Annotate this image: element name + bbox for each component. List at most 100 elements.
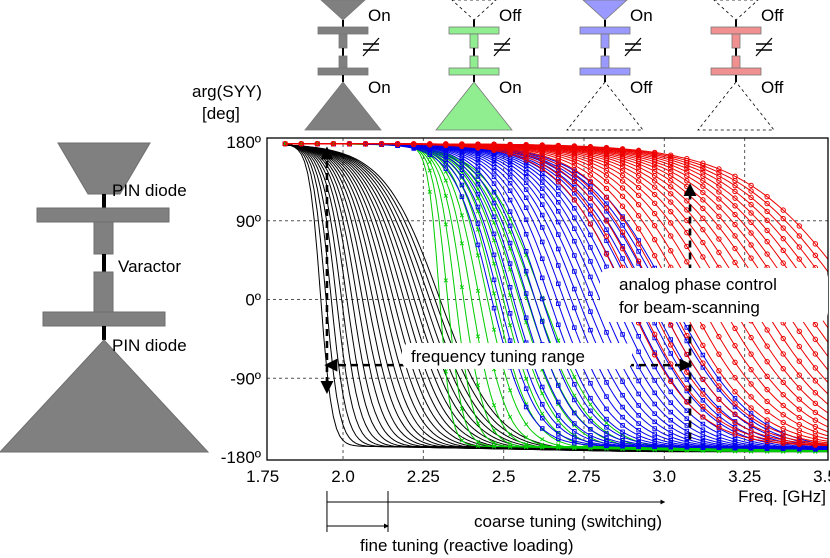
series-marker: [700, 239, 706, 246]
series-marker: [651, 222, 658, 229]
series-marker: [732, 195, 738, 201]
series-marker: [523, 205, 529, 210]
y-tick-label: -90º: [230, 369, 261, 388]
series-marker: [427, 168, 432, 173]
series-marker: [635, 258, 642, 264]
series-marker: [652, 435, 657, 441]
series-marker: [588, 408, 593, 414]
series-marker: [796, 244, 802, 250]
state-top-patch: [582, 0, 628, 21]
series-marker: [652, 438, 657, 444]
series-marker: [748, 438, 754, 444]
series-marker: [620, 256, 625, 261]
series-marker: [732, 342, 738, 349]
series-marker: [556, 418, 561, 423]
series-marker: [780, 425, 786, 432]
series-marker: [443, 157, 449, 162]
series-marker: [716, 236, 722, 242]
state-bottom-label: On: [499, 78, 522, 97]
series-marker: [572, 397, 577, 403]
series-marker: [539, 319, 545, 324]
series-marker: [587, 172, 594, 178]
series-marker: [700, 169, 706, 175]
state-upper-stem: [338, 33, 348, 49]
series-marker: [572, 393, 577, 398]
series-marker: [619, 245, 626, 252]
series-marker: [651, 352, 658, 358]
series-marker: [764, 358, 770, 365]
series-marker: [588, 274, 593, 280]
series-marker: [587, 186, 594, 192]
series-marker: [812, 417, 819, 423]
series-marker: [330, 141, 337, 147]
series-marker: [652, 401, 657, 407]
series-marker: [700, 160, 706, 166]
series-marker: [571, 143, 578, 149]
series-marker: [491, 169, 497, 174]
series-marker: [443, 141, 449, 147]
series-marker: [507, 414, 513, 420]
series-marker: [700, 324, 706, 330]
series-marker: [604, 420, 609, 426]
series-marker: [491, 200, 497, 206]
series-marker: [635, 168, 642, 174]
series-marker: [716, 396, 722, 402]
series-marker: [732, 431, 738, 437]
state-top-patch: [320, 0, 366, 21]
series-marker: [716, 376, 722, 382]
series-marker: [668, 409, 674, 415]
series-marker: [684, 428, 690, 434]
series-marker: [732, 426, 738, 432]
series-marker: [507, 432, 513, 437]
series-marker: [764, 343, 770, 349]
series-marker: [539, 426, 545, 431]
state-top-label: On: [630, 6, 653, 25]
series-marker: [427, 189, 432, 194]
upper-t-bar: [36, 207, 170, 223]
series-marker: [732, 188, 738, 195]
series-marker: [587, 143, 594, 150]
series-marker: [684, 377, 690, 382]
series-marker: [716, 383, 722, 389]
series-marker: [651, 149, 658, 156]
series-marker: [748, 414, 754, 420]
series-marker: [652, 411, 657, 416]
series-marker: [620, 414, 625, 420]
series-marker: [475, 168, 481, 173]
series-marker: [716, 417, 722, 423]
series-marker: [780, 351, 786, 357]
beam-label-bg: [600, 268, 828, 322]
series-marker: [748, 188, 754, 194]
series-marker: [539, 193, 545, 199]
state-top-label: Off: [499, 6, 522, 25]
series-marker: [668, 417, 674, 423]
series-marker: [796, 358, 802, 364]
series-marker: [604, 416, 609, 422]
series-marker: [700, 391, 706, 397]
series-marker: [539, 296, 545, 302]
series-marker: [636, 403, 641, 408]
series-marker: [780, 225, 786, 231]
series-marker: [539, 142, 545, 148]
series-marker: [668, 400, 674, 405]
series-marker: [491, 181, 497, 186]
series-marker: [491, 231, 497, 237]
series-marker: [651, 178, 658, 184]
series-marker: [780, 247, 786, 254]
series-marker: [298, 141, 304, 147]
series-marker: [796, 372, 802, 378]
series-marker: [507, 323, 513, 328]
series-marker: [668, 434, 674, 440]
series-marker: [748, 230, 754, 236]
series-marker: [812, 252, 819, 259]
series-marker: [491, 220, 497, 225]
series-marker: [283, 141, 288, 146]
series-marker: [668, 208, 674, 215]
series-marker: [748, 351, 754, 357]
series-marker: [635, 178, 642, 184]
series-marker: [475, 439, 481, 444]
series-marker: [764, 217, 770, 224]
series-marker: [764, 424, 770, 430]
series-marker: [539, 275, 545, 281]
series-marker: [491, 174, 497, 180]
